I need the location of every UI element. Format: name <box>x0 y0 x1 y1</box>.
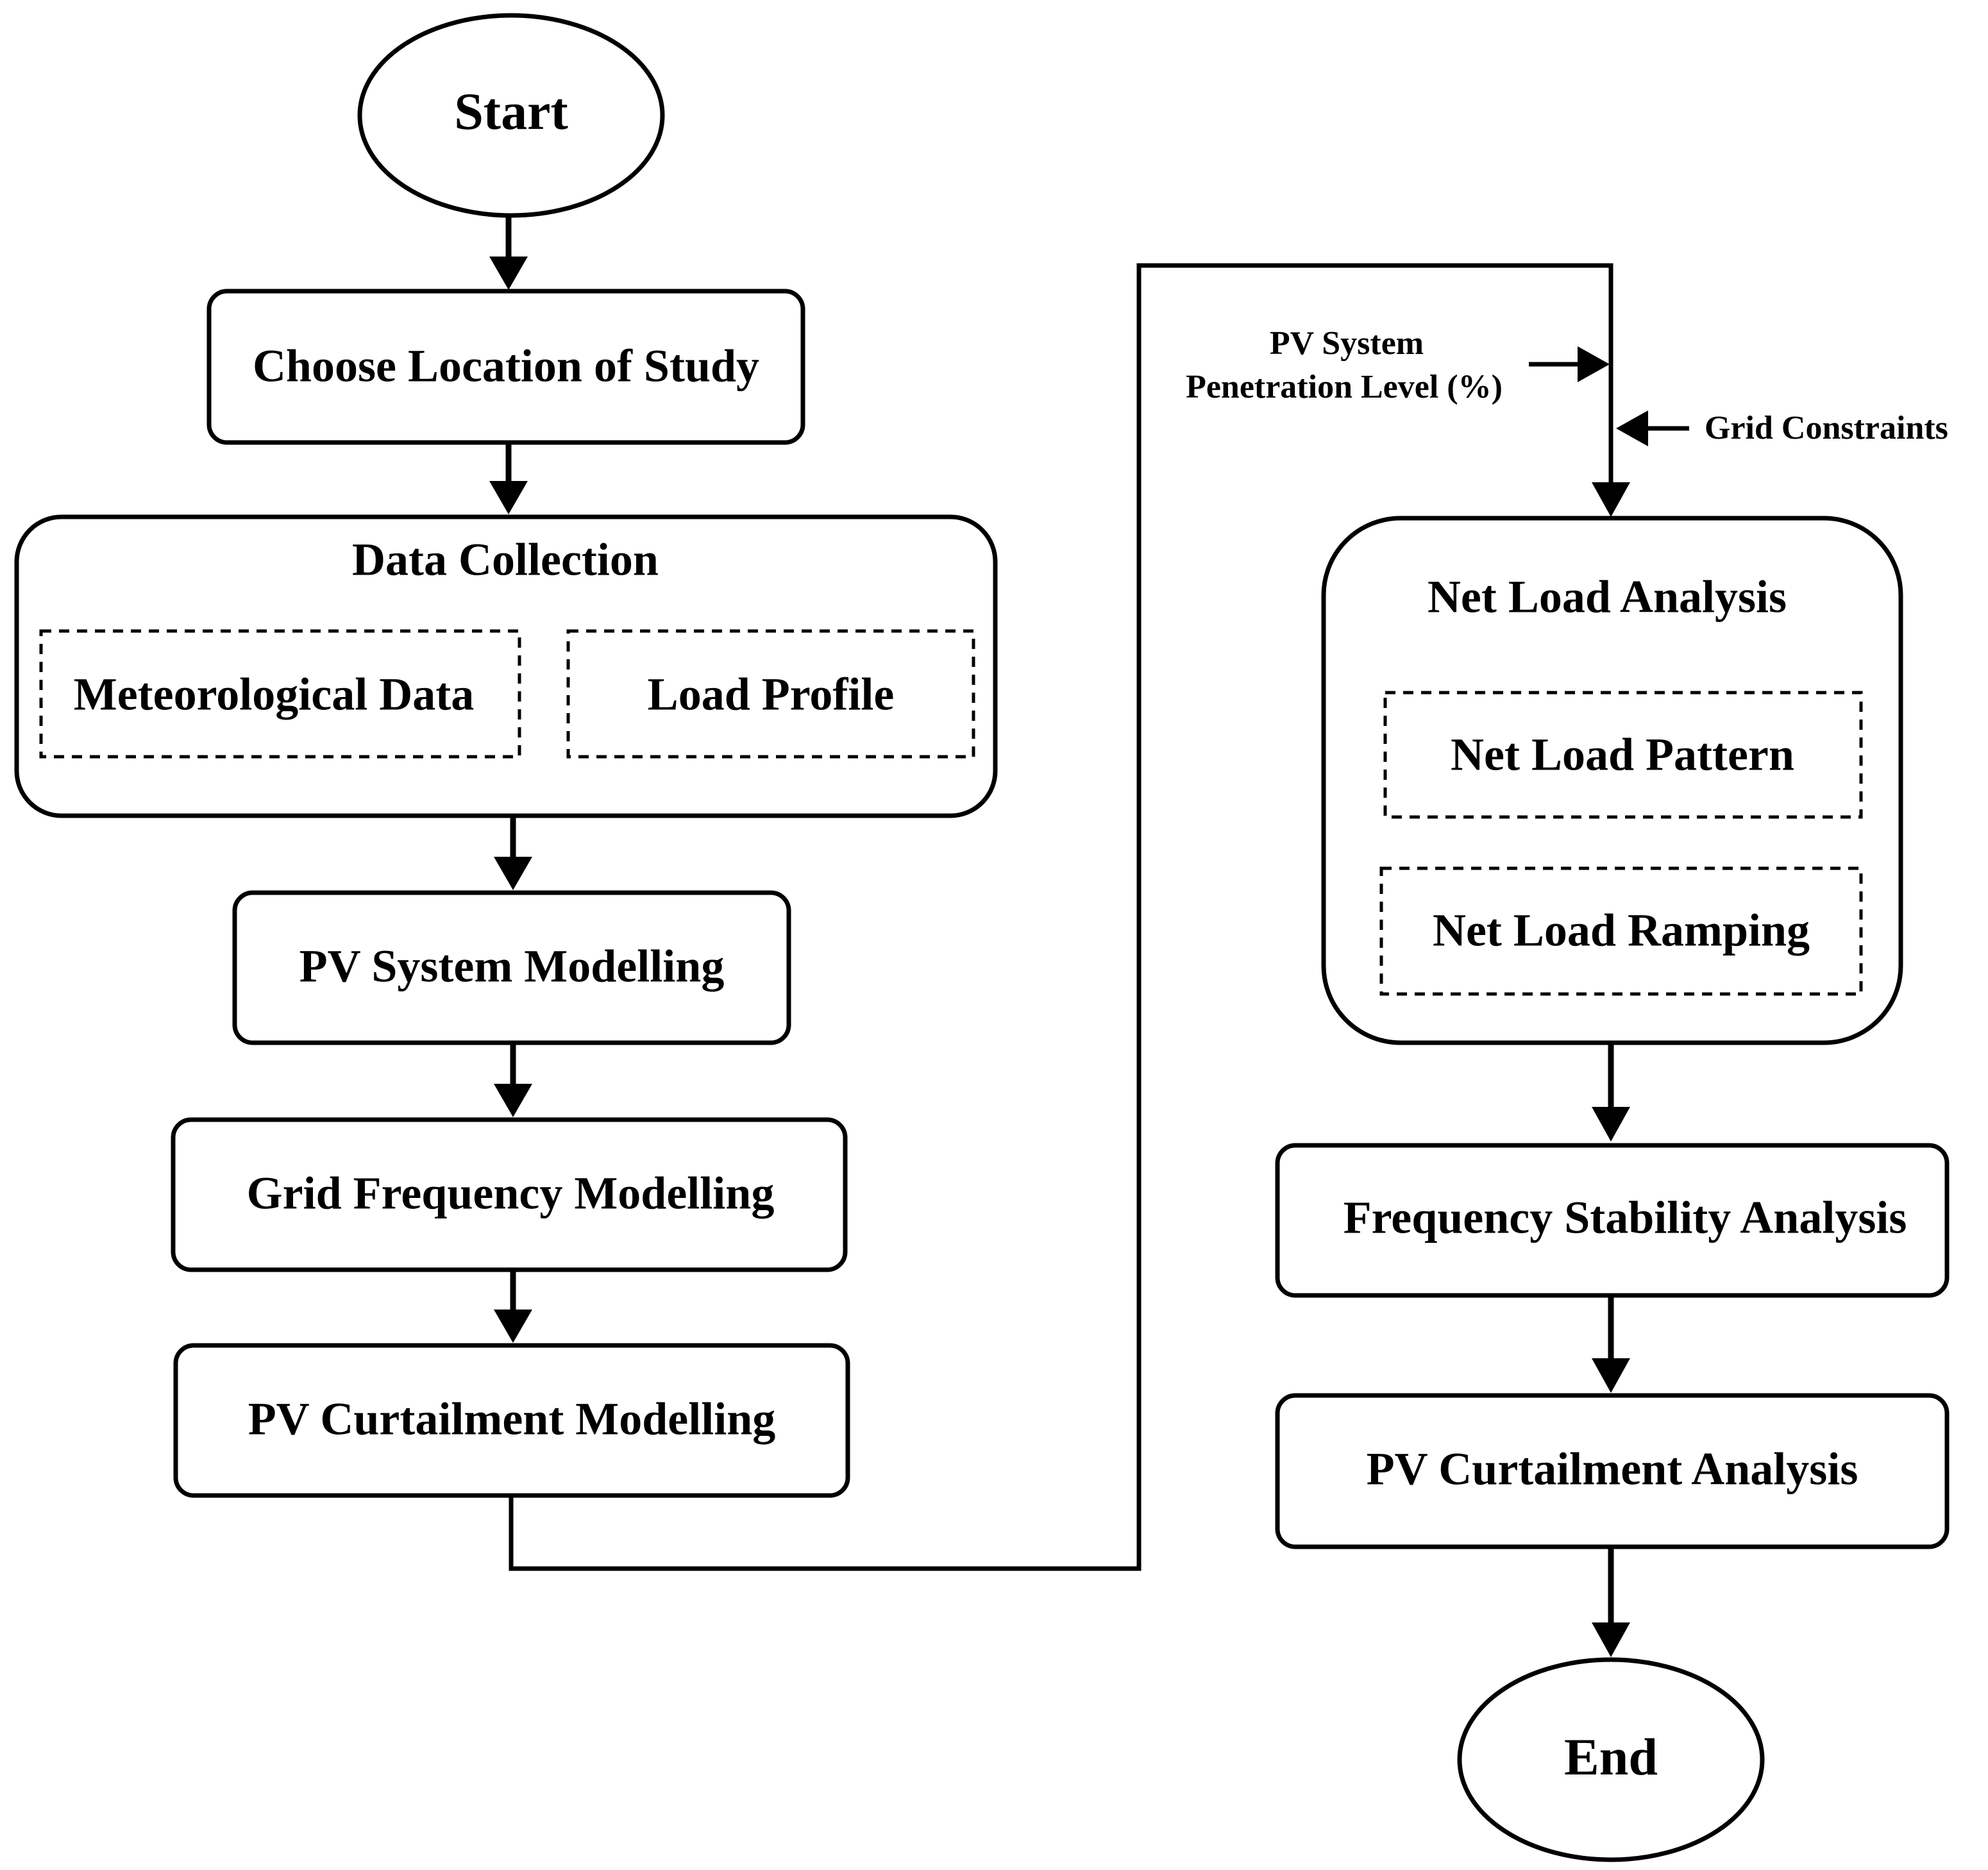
choose-location-node: Choose Location of Study <box>206 289 805 445</box>
net-load-ramping-label: Net Load Ramping <box>1433 905 1810 956</box>
arrowhead <box>1592 1358 1630 1393</box>
arrowhead <box>1616 410 1648 446</box>
pv-system-modelling-label: PV System Modelling <box>299 941 725 992</box>
arrowhead <box>489 481 528 514</box>
net-load-pattern-label: Net Load Pattern <box>1451 729 1794 780</box>
arrowhead <box>494 1310 532 1343</box>
frequency-stability-analysis-label: Frequency Stability Analysis <box>1344 1192 1907 1243</box>
arrowhead <box>1592 1622 1630 1657</box>
grid-frequency-modelling-node: Grid Frequency Modelling <box>171 1117 848 1272</box>
pv-curtailment-modelling-node: PV Curtailment Modelling <box>173 1343 850 1498</box>
end-node: End <box>1457 1657 1765 1862</box>
arrowhead <box>1592 482 1630 517</box>
pv-curtailment-analysis-node: PV Curtailment Analysis <box>1275 1393 1950 1549</box>
arrowhead <box>494 857 532 890</box>
meteorological-data-label: Meteorological Data <box>74 669 474 720</box>
choose-location-label: Choose Location of Study <box>253 341 759 392</box>
pv-curtailment-analysis-label: PV Curtailment Analysis <box>1367 1444 1858 1495</box>
connector-curtailment-to-netload <box>509 263 1613 1571</box>
load-profile-box <box>566 629 975 759</box>
arrowhead <box>1578 346 1610 382</box>
grid-frequency-modelling-label: Grid Frequency Modelling <box>247 1168 775 1219</box>
arrowhead <box>494 1084 532 1117</box>
net-load-analysis-node: Net Load Analysis Net Load Pattern Net L… <box>1321 516 1903 1045</box>
end-label: End <box>1564 1728 1658 1786</box>
frequency-stability-analysis-node: Frequency Stability Analysis <box>1275 1143 1950 1298</box>
arrowhead <box>489 257 528 290</box>
data-collection-node: Data Collection Meteorological Data Load… <box>14 514 998 818</box>
net-load-pattern-box <box>1383 691 1863 819</box>
data-collection-title: Data Collection <box>352 534 659 585</box>
penetration-level-line2: Penetration Level (%) <box>1186 369 1503 405</box>
net-load-ramping-box <box>1379 866 1863 996</box>
net-load-analysis-title: Net Load Analysis <box>1428 571 1787 623</box>
connectors <box>489 217 1689 1657</box>
grid-constraints-label: Grid Constraints <box>1705 410 1948 446</box>
penetration-level-line1: PV System <box>1270 325 1424 362</box>
pv-curtailment-modelling-label: PV Curtailment Modelling <box>248 1394 776 1445</box>
start-node: Start <box>357 13 665 218</box>
pv-system-modelling-node: PV System Modelling <box>232 890 791 1045</box>
load-profile-label: Load Profile <box>648 669 895 720</box>
arrowhead <box>1592 1107 1630 1141</box>
start-label: Start <box>454 82 568 140</box>
meteorological-data-box <box>39 629 521 759</box>
penetration-level-input: PV System Penetration Level (%) <box>1186 325 1503 405</box>
